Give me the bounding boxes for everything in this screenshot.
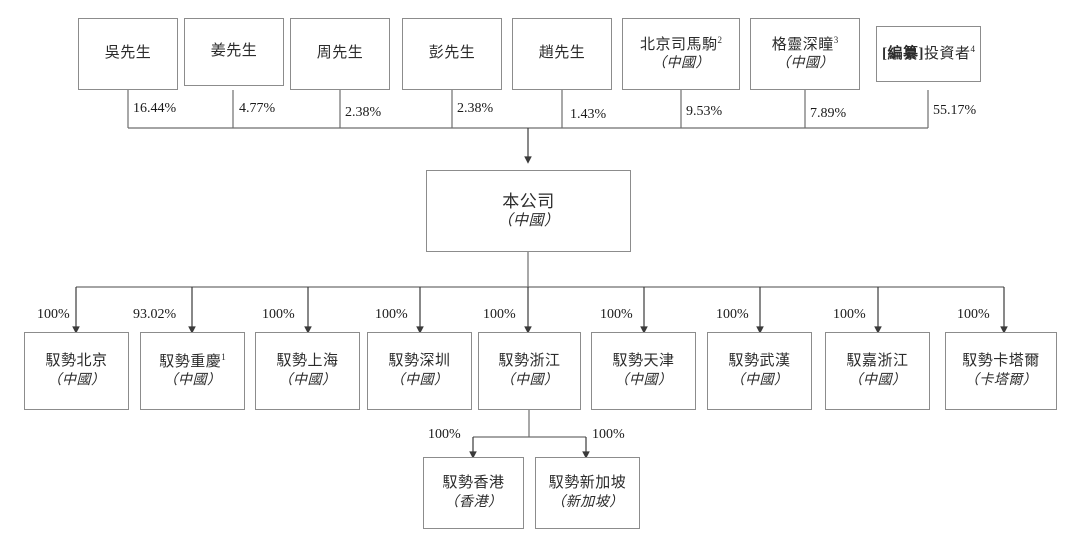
percent-simaju: 9.53%	[686, 104, 723, 119]
node-label: 馭勢卡塔爾	[962, 353, 1040, 370]
node-subsidiary-qatar[interactable]: 馭勢卡塔爾 （卡塔爾）	[945, 332, 1057, 410]
node-label: [編纂]投資者4	[882, 44, 975, 64]
node-label-text: 投資者	[923, 45, 971, 62]
node-shareholder-investors[interactable]: [編纂]投資者4	[876, 26, 981, 82]
node-company[interactable]: 本公司 （中國）	[426, 170, 631, 252]
percent-jiang: 4.77%	[239, 101, 276, 116]
node-label: 馭勢天津	[612, 353, 675, 370]
node-label: 北京司馬駒2	[640, 35, 722, 55]
node-shareholder-wu[interactable]: 吳先生	[78, 18, 178, 90]
node-shareholder-jiang[interactable]: 姜先生	[184, 18, 284, 86]
node-location: （中國）	[730, 372, 789, 388]
node-label: 馭勢香港	[442, 475, 505, 492]
node-shareholder-beijing-simaju[interactable]: 北京司馬駒2 （中國）	[622, 18, 740, 90]
percent-zhao: 1.43%	[570, 107, 607, 122]
node-shareholder-zhou[interactable]: 周先生	[290, 18, 390, 90]
percent-peng: 2.38%	[457, 101, 494, 116]
percent-deepglint: 7.89%	[810, 106, 847, 121]
footnote-marker: 1	[221, 351, 226, 362]
node-subsidiary-tianjin[interactable]: 馭勢天津 （中國）	[591, 332, 696, 410]
percent-shanghai: 100%	[262, 307, 295, 322]
node-label: 馭勢浙江	[498, 353, 561, 370]
percent-wuhan: 100%	[716, 307, 749, 322]
percent-shenzhen: 100%	[375, 307, 408, 322]
node-label: 馭勢深圳	[388, 353, 451, 370]
percent-qatar: 100%	[957, 307, 990, 322]
node-label-text: 北京司馬駒	[639, 36, 718, 53]
node-location: （新加坡）	[551, 494, 624, 510]
percent-hongkong: 100%	[428, 427, 461, 442]
node-location: （中國）	[278, 372, 337, 388]
node-subsidiary-beijing[interactable]: 馭勢北京 （中國）	[24, 332, 129, 410]
node-location: （中國）	[390, 372, 449, 388]
percent-tianjin: 100%	[600, 307, 633, 322]
redacted-tag: [編纂]	[881, 45, 924, 62]
node-label: 馭嘉浙江	[846, 353, 909, 370]
node-location: （中國）	[652, 56, 710, 72]
percent-zhejiang: 100%	[483, 307, 516, 322]
footnote-marker: 2	[717, 34, 723, 45]
node-location: （中國）	[848, 372, 907, 388]
percent-yujia: 100%	[833, 307, 866, 322]
node-shareholder-zhao[interactable]: 趙先生	[512, 18, 612, 90]
percent-singapore: 100%	[592, 427, 625, 442]
node-label: 趙先生	[538, 45, 586, 62]
node-label: 馭勢上海	[276, 353, 339, 370]
node-label-text: 格靈深瞳	[771, 36, 834, 53]
node-shareholder-peng[interactable]: 彭先生	[402, 18, 502, 90]
node-location: （卡塔爾）	[964, 372, 1038, 388]
percent-chongqing: 93.02%	[133, 307, 177, 322]
node-label: 馭勢武漢	[728, 353, 791, 370]
footnote-marker: 4	[970, 43, 976, 54]
node-subsidiary-singapore[interactable]: 馭勢新加坡 （新加坡）	[535, 457, 640, 529]
percent-investors: 55.17%	[933, 103, 977, 118]
node-label: 馭勢新加坡	[548, 475, 627, 492]
node-subsidiary-shanghai[interactable]: 馭勢上海 （中國）	[255, 332, 360, 410]
node-subsidiary-hongkong[interactable]: 馭勢香港 （香港）	[423, 457, 524, 529]
node-label: 姜先生	[210, 43, 258, 60]
node-location: （中國）	[614, 372, 673, 388]
node-label: 本公司	[502, 191, 555, 211]
node-label: 彭先生	[428, 45, 476, 62]
node-label-text: 馭勢重慶	[159, 353, 222, 370]
node-location: （中國）	[163, 373, 222, 389]
node-subsidiary-wuhan[interactable]: 馭勢武漢 （中國）	[707, 332, 812, 410]
node-label: 馭勢重慶1	[159, 352, 226, 372]
percent-zhou: 2.38%	[345, 105, 382, 120]
node-shareholder-deepglint[interactable]: 格靈深瞳3 （中國）	[750, 18, 860, 90]
node-location: （中國）	[497, 213, 560, 230]
node-subsidiary-zhejiang[interactable]: 馭勢浙江 （中國）	[478, 332, 581, 410]
node-subsidiary-chongqing[interactable]: 馭勢重慶1 （中國）	[140, 332, 245, 410]
node-location: （中國）	[776, 56, 834, 72]
node-label: 格靈深瞳3	[772, 35, 839, 55]
node-label: 周先生	[316, 45, 364, 62]
percent-wu: 16.44%	[133, 101, 177, 116]
node-label: 馭勢北京	[45, 353, 108, 370]
node-location: （香港）	[444, 494, 503, 510]
node-subsidiary-yujia-zhejiang[interactable]: 馭嘉浙江 （中國）	[825, 332, 930, 410]
node-location: （中國）	[500, 372, 559, 388]
node-subsidiary-shenzhen[interactable]: 馭勢深圳 （中國）	[367, 332, 472, 410]
footnote-marker: 3	[833, 34, 839, 45]
node-location: （中國）	[47, 372, 106, 388]
node-label: 吳先生	[104, 45, 152, 62]
percent-beijing: 100%	[37, 307, 70, 322]
